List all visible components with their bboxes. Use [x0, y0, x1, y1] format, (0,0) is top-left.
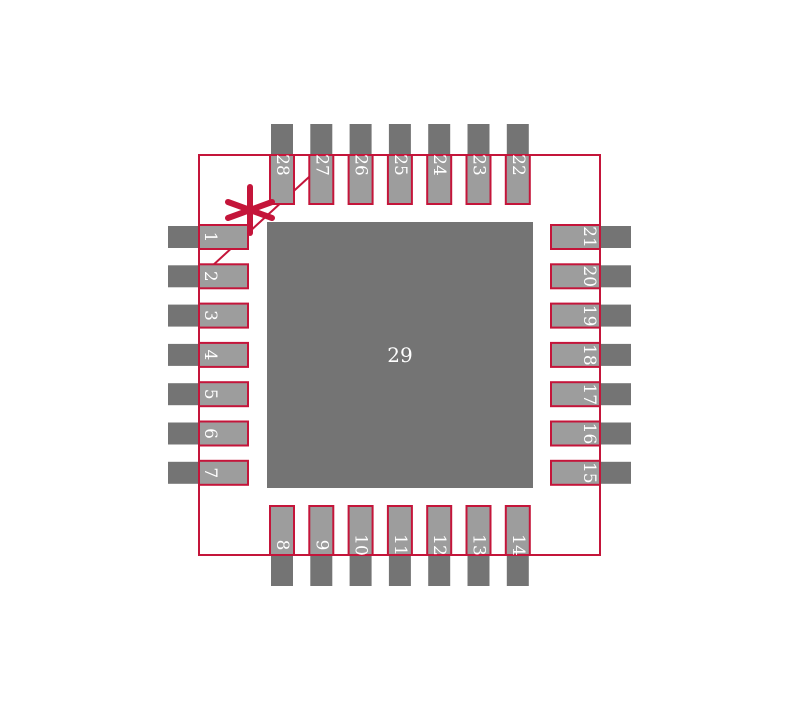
pad-shadow-right	[598, 304, 631, 327]
pad-shadow-bottom	[428, 553, 451, 586]
pin-label: 1	[200, 232, 220, 243]
pad-shadow-top	[467, 124, 490, 157]
pad-top	[347, 154, 374, 205]
pad-shadow-right	[598, 422, 631, 445]
pin-label: 4	[200, 349, 220, 360]
pad-shadow-layer	[168, 124, 631, 586]
pad-left	[198, 302, 249, 329]
pin-label: 12	[429, 534, 449, 556]
pad-shadow-right	[598, 343, 631, 366]
pin-label: 27	[311, 154, 331, 176]
pad-shadow-top	[388, 124, 411, 157]
pad-shadow-left	[168, 226, 201, 248]
pin-label: 25	[390, 154, 410, 176]
pad-shadow-left	[168, 422, 201, 445]
thermal-pad-label: 29	[387, 343, 412, 367]
pad-top	[386, 154, 413, 205]
pad-bottom	[269, 505, 295, 556]
pad-shadow-top	[506, 124, 529, 157]
pad-top	[426, 154, 453, 205]
pad-shadow-right	[598, 226, 631, 248]
pad-top	[465, 154, 492, 205]
pad-shadow-right	[598, 265, 631, 288]
pad-left	[198, 263, 249, 290]
pin-label: 3	[200, 310, 220, 321]
pin-label: 20	[579, 265, 599, 287]
pin-label: 21	[579, 226, 599, 248]
thermal-pad	[267, 222, 533, 488]
pad-left	[198, 381, 249, 408]
pad-shadow-top	[428, 124, 451, 157]
pad-shadow-left	[168, 304, 201, 327]
pin-label: 5	[200, 389, 220, 400]
pad-shadow-bottom	[506, 553, 529, 586]
pad-shadow-right	[598, 383, 631, 406]
pin-label: 26	[351, 154, 371, 176]
pad-top	[504, 154, 531, 205]
pad-shadow-left	[168, 383, 201, 406]
pad-shadow-right	[598, 461, 631, 484]
pad-shadow-left	[168, 343, 201, 366]
pin-label: 9	[311, 540, 331, 551]
pad-left	[198, 459, 249, 486]
pad-shadow-top	[310, 124, 333, 157]
pin-label: 6	[200, 428, 220, 439]
pin-label: 8	[272, 540, 292, 551]
pad-bottom	[426, 505, 453, 556]
pad-right	[550, 302, 601, 329]
pin-label: 24	[429, 154, 449, 176]
pad-bottom	[308, 505, 335, 556]
pin-label: 19	[579, 305, 599, 327]
pad-right	[550, 263, 601, 290]
pad-shadow-top	[349, 124, 372, 157]
pin-label: 23	[469, 154, 489, 176]
pin-label: 10	[351, 534, 371, 556]
pad-bottom	[504, 505, 531, 556]
pad-right	[550, 224, 601, 250]
pad-shadow-bottom	[271, 553, 293, 586]
pad-top	[308, 154, 335, 205]
pin-label: 17	[579, 383, 599, 405]
pad-left	[198, 224, 249, 250]
pad-bottom	[465, 505, 492, 556]
pad-shadow-left	[168, 265, 201, 288]
pad-shadow-bottom	[349, 553, 372, 586]
pad-left	[198, 341, 249, 368]
pad-bottom	[386, 505, 413, 556]
pin-label: 15	[579, 462, 599, 484]
pad-shadow-bottom	[310, 553, 333, 586]
pin-label: 28	[272, 154, 292, 176]
pin-label: 13	[469, 534, 489, 556]
pin-label: 14	[508, 534, 528, 556]
pad-right	[550, 420, 601, 447]
pad-bottom	[347, 505, 374, 556]
pin-label: 22	[508, 154, 528, 176]
pad-shadow-bottom	[388, 553, 411, 586]
pad-top	[269, 154, 295, 205]
pin-label: 2	[200, 271, 220, 282]
pad-shadow-top	[271, 124, 293, 157]
pin-label: 18	[579, 344, 599, 366]
pad-right	[550, 459, 601, 486]
asterisk-icon	[225, 184, 275, 236]
pad-shadow-bottom	[467, 553, 490, 586]
pin-label: 7	[200, 467, 220, 478]
pad-shadow-left	[168, 461, 201, 484]
pad-right	[550, 341, 601, 368]
pad-left	[198, 420, 249, 447]
pin-label: 11	[390, 534, 410, 556]
pad-right	[550, 381, 601, 408]
pin-label: 16	[579, 423, 599, 445]
